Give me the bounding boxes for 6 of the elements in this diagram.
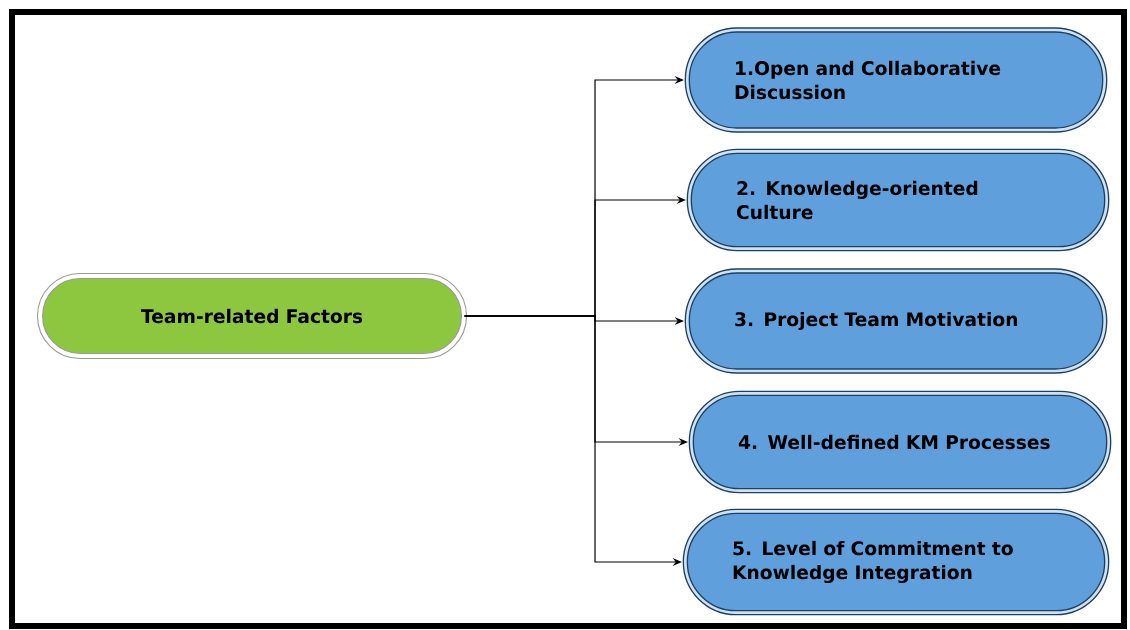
- factor-pill: 5. Level of Commitment to Knowledge Integration: [682, 508, 1110, 616]
- factor-pill: Team-related Factors: [36, 272, 468, 360]
- factor-pill: 3. Project Team Motivation: [684, 268, 1108, 374]
- factor-pill: 1.Open and Collaborative Discussion: [684, 27, 1108, 133]
- factor-pill: 2. Knowledge-oriented Culture: [686, 148, 1110, 252]
- factor-pill: 4. Well-defined KM Processes: [688, 390, 1112, 494]
